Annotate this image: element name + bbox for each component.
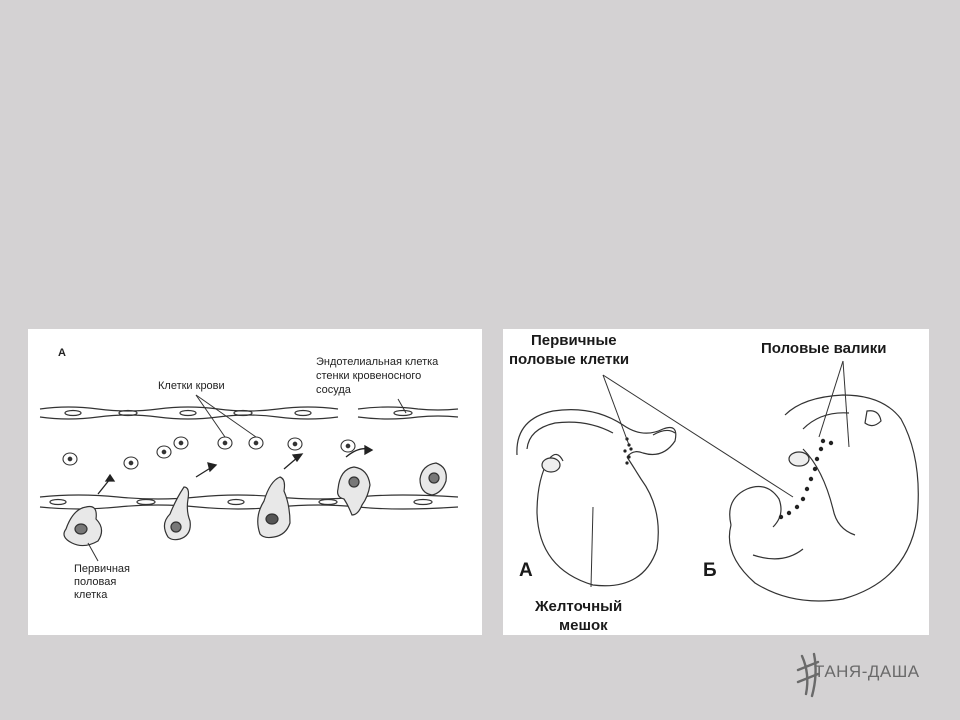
embryo-b [728, 394, 919, 602]
label-pointers [590, 360, 850, 588]
germ-cell-dots-b [778, 438, 834, 520]
blood-cell-pointers [195, 394, 407, 438]
endothelial-label-line3: сосуда [316, 384, 352, 396]
blood-cells-label: Клетки крови [158, 380, 225, 392]
embryo-a [516, 409, 677, 587]
endothelial-label-line2: стенки кровеносного [316, 370, 421, 382]
germ-cells [63, 462, 447, 547]
yolk-sac-label-line1: Желточный [534, 598, 622, 615]
primary-cells-label-line1: Первичные [531, 332, 617, 349]
embryo-b-letter: Б [703, 560, 717, 581]
genital-ridges-label: Половые валики [761, 340, 886, 357]
yolk-sac-label-line2: мешок [559, 617, 608, 634]
endothelial-label-line1: Эндотелиальная клетка [316, 356, 439, 368]
migration-arrows [97, 444, 374, 495]
embryo-diagram-panel: Первичные половые клетки Половые валики … [503, 329, 929, 635]
lower-vessel-wall [39, 494, 459, 510]
embryo-diagram: Первичные половые клетки Половые валики … [509, 332, 919, 634]
germ-cell-pointer [87, 542, 99, 562]
blood-cells [62, 436, 356, 470]
germ-cell-label-line3: клетка [74, 589, 108, 601]
signature-mark-icon [796, 652, 820, 698]
brand-logo-text: ТАНЯ-ДАША [814, 662, 920, 681]
vessel-diagram-panel: А Клетки крови Эндотелиальная клетка сте… [28, 329, 482, 635]
germ-cell-label-line2: половая [74, 576, 116, 588]
germ-cell-label-line1: Первичная [74, 563, 130, 575]
vessel-diagram: А Клетки крови Эндотелиальная клетка сте… [39, 347, 459, 601]
panel-letter: А [58, 347, 66, 359]
embryo-a-letter: А [519, 560, 533, 581]
upper-vessel-wall [39, 406, 459, 420]
primary-cells-label-line2: половые клетки [509, 351, 629, 368]
